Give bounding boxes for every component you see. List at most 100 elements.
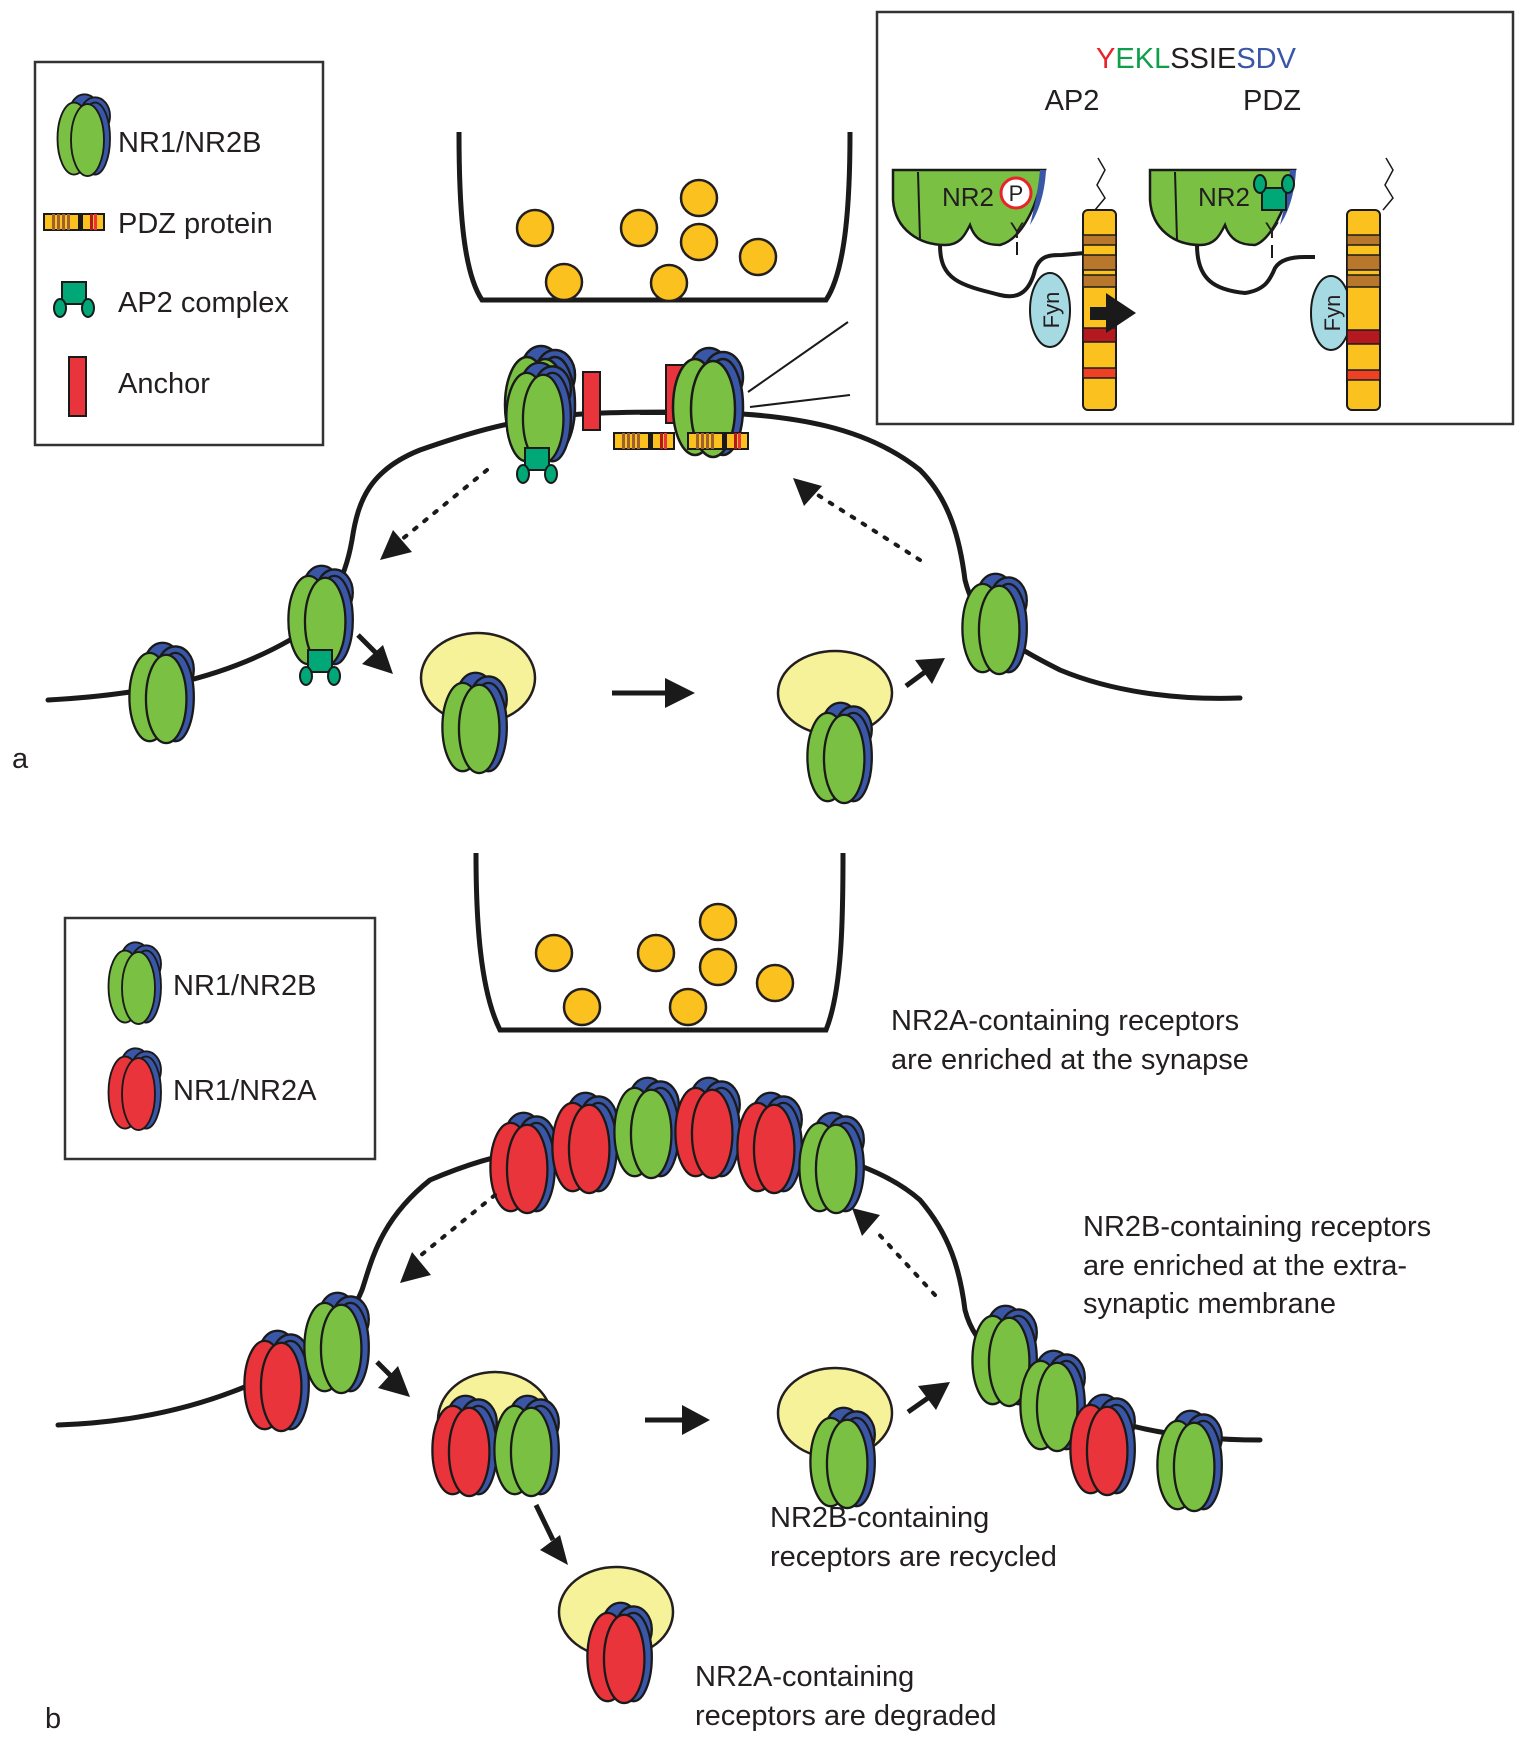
- receptor-nr1-nr2a: [1069, 1393, 1136, 1497]
- legend-a-label-nr1-nr2b: NR1/NR2B: [118, 127, 261, 159]
- inset-title-pdz: PDZ: [1243, 85, 1301, 117]
- c-terminal-tail-right: [1195, 244, 1315, 296]
- arrowhead: [852, 1208, 880, 1236]
- annotation-extrasynaptic-line-2: are enriched at the extra-: [1083, 1250, 1407, 1282]
- receptor-nr1-nr2b: [798, 1111, 865, 1215]
- seq-ekl: EKL: [1115, 43, 1170, 75]
- panel-a: NR1/NR2B PDZ protein AP2 complex Anchor: [12, 10, 1515, 805]
- arrowhead: [915, 658, 945, 684]
- vesicle: [636, 933, 676, 973]
- arrowhead: [400, 1252, 431, 1283]
- legend-a: NR1/NR2B PDZ protein AP2 complex Anchor: [33, 60, 325, 447]
- pdz-protein-icon: [43, 213, 105, 231]
- c-terminal-tail-left: [938, 244, 1086, 299]
- legend-b-label-nr1-nr2a: NR1/NR2A: [173, 1075, 317, 1107]
- presynaptic-terminal-a: [456, 131, 853, 303]
- arrowhead: [665, 678, 695, 708]
- vesicle: [698, 947, 738, 987]
- arrowhead: [540, 1535, 568, 1565]
- pdz-protein: [613, 432, 675, 450]
- vesicle: [619, 208, 659, 248]
- receptor-nr1-nr2a: [736, 1091, 803, 1195]
- inset-title-ap2: AP2: [1045, 85, 1100, 117]
- annotation-degraded-line-1: NR2A-containing: [695, 1661, 914, 1693]
- annotation-synapse-line-1: NR2A-containing receptors: [891, 1005, 1239, 1037]
- legend-b-frame: [63, 916, 377, 1161]
- annotation-extrasynaptic-line-3: synaptic membrane: [1083, 1288, 1336, 1320]
- seq-y: Y: [1096, 43, 1115, 75]
- receptor-nr1-nr2a: [586, 1601, 653, 1705]
- tyrosine-label-left: Y: [1010, 218, 1025, 243]
- vesicle: [698, 902, 738, 942]
- vesicle: [679, 222, 719, 262]
- anchor: [582, 371, 601, 431]
- vesicle: [679, 178, 719, 218]
- vesicle: [544, 262, 584, 302]
- annotation-extrasynaptic: NR2B-containing receptors are enriched a…: [1083, 1211, 1431, 1320]
- arrowhead: [793, 478, 822, 506]
- nr1-nr2a-receptor-icon: [107, 1047, 162, 1131]
- receptor-nr1-nr2b: [809, 1406, 876, 1510]
- annotation-recycled-line-1: NR2B-containing: [770, 1502, 989, 1534]
- receptor-nr1-nr2b-with-ap2: [287, 564, 354, 686]
- arrowhead: [362, 645, 393, 674]
- arrowhead: [378, 1366, 410, 1397]
- annotation-degraded: NR2A-containing receptors are degraded: [695, 1661, 996, 1732]
- fyn-label-left: Fyn: [1039, 292, 1064, 329]
- nr2-label-left: NR2: [942, 182, 994, 212]
- degradation-arrow: [533, 1503, 556, 1542]
- legend-b: NR1/NR2B NR1/NR2A: [63, 916, 377, 1161]
- panel-b: NR1/NR2B NR1/NR2A: [45, 852, 1431, 1735]
- vesicle: [668, 987, 708, 1027]
- endocytosis-arrow-dotted: [413, 1193, 497, 1262]
- vesicle: [649, 263, 689, 303]
- panel-a-label: a: [12, 743, 29, 775]
- pdz-scaffold-right: [1346, 157, 1394, 411]
- seq-ssie: SSIE: [1170, 43, 1236, 75]
- nr1-edge: [1030, 170, 1046, 225]
- pdz-protein: [687, 432, 749, 450]
- fyn-kinase-left: [1029, 272, 1071, 348]
- annotation-degraded-line-2: receptors are degraded: [695, 1700, 996, 1732]
- legend-a-label-anchor: Anchor: [118, 368, 210, 400]
- vesicle: [755, 963, 795, 1003]
- receptor-nr1-nr2a: [431, 1394, 498, 1498]
- phosphate-label: P: [1009, 181, 1024, 206]
- receptor-nr1-nr2a: [674, 1076, 741, 1180]
- arrowhead: [682, 1405, 710, 1435]
- receptor-nr1-nr2a: [243, 1329, 310, 1433]
- endocytosis-arrow-dotted: [393, 468, 489, 547]
- inset-ap2-pdz-switch: YEKLSSIESDV AP2 PDZ NR2 Y P Fyn: [875, 10, 1515, 426]
- annotation-recycled-line-2: receptors are recycled: [770, 1541, 1057, 1573]
- reinsertion-arrow: [906, 1395, 930, 1415]
- vesicle: [738, 237, 778, 277]
- receptor-nr1-nr2b: [303, 1291, 370, 1395]
- insertion-arrow-dotted: [873, 1228, 937, 1297]
- legend-b-label-nr1-nr2b: NR1/NR2B: [173, 970, 316, 1002]
- annotation-recycled: NR2B-containing receptors are recycled: [770, 1502, 1057, 1573]
- transition-arrow: [1090, 293, 1136, 333]
- vesicle: [562, 987, 602, 1027]
- receptor-nr1-nr2b-with-ap2: [505, 361, 572, 484]
- receptor-nr1-nr2b: [961, 572, 1028, 676]
- anchor-icon: [68, 356, 87, 417]
- seq-sdv: SDV: [1236, 43, 1296, 75]
- receptor-nr1-nr2b: [441, 671, 508, 775]
- receptor-nr1-nr2a: [551, 1091, 618, 1195]
- nr2-label-right: NR2: [1198, 182, 1250, 212]
- annotation-synapse-line-2: are enriched at the synapse: [891, 1044, 1249, 1076]
- presynaptic-terminal-b: [473, 852, 846, 1033]
- annotation-extrasynaptic-line-1: NR2B-containing receptors: [1083, 1211, 1431, 1243]
- vesicle: [534, 933, 574, 973]
- receptor-nr1-nr2b: [493, 1394, 560, 1498]
- legend-a-label-ap2: AP2 complex: [118, 287, 289, 319]
- inset-pointer-line: [749, 394, 851, 408]
- nr1-nr2b-receptor-icon: [107, 941, 162, 1025]
- vesicles-b: [534, 902, 795, 1027]
- inset-pointer-line: [747, 321, 849, 393]
- receptor-nr1-nr2a: [489, 1111, 556, 1215]
- inset-sequence: YEKLSSIESDV: [1096, 43, 1297, 75]
- receptor-nr1-nr2b: [613, 1076, 680, 1180]
- annotation-synapse: NR2A-containing receptors are enriched a…: [891, 1005, 1249, 1076]
- nr1-nr2b-receptor-icon: [56, 93, 111, 177]
